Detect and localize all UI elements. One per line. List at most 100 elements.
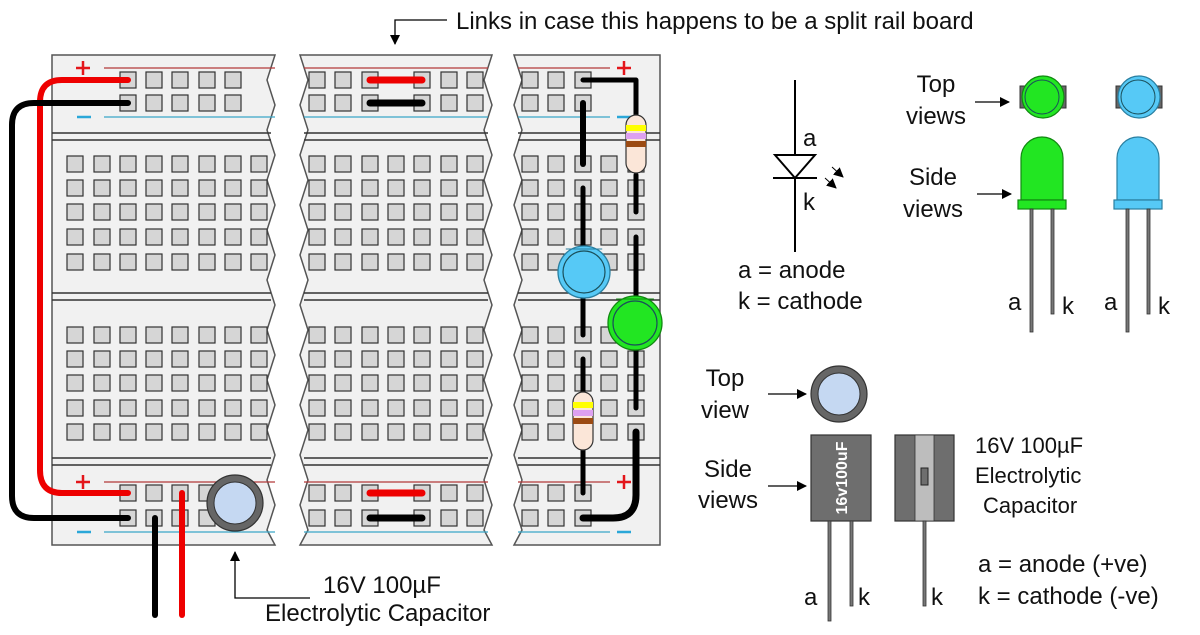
grid-hole [466,374,484,392]
rail-hole [440,509,458,527]
grid-hole [600,350,618,368]
grid-hole [440,350,458,368]
grid-hole [413,423,431,441]
led-side-dome [1020,136,1064,201]
grid-hole [308,399,326,417]
grid-hole [547,228,565,246]
grid-hole [250,374,268,392]
cap-top-view-label-2: view [700,397,749,424]
led-top-views-label-1: Top [916,71,956,98]
cap-anode-letter: a [804,584,818,611]
led-side-flange [1113,199,1163,210]
grid-hole [466,423,484,441]
grid-hole [145,155,163,173]
grid-hole [387,253,405,271]
rail-hole [334,509,352,527]
resistor-band-2 [626,133,646,139]
grid-hole [119,179,137,197]
cap-top-view-label-1: Top [705,365,745,392]
rail-hole [440,484,458,502]
grid-hole [171,350,189,368]
grid-hole [547,350,565,368]
rail-hole [521,71,539,89]
grid-hole [145,253,163,271]
grid-hole [250,203,268,221]
rail-hole [334,94,352,112]
grid-hole [171,253,189,271]
grid-hole [250,228,268,246]
grid-hole [361,326,379,344]
grid-hole [224,203,242,221]
grid-hole [466,350,484,368]
grid-hole [171,179,189,197]
grid-hole [440,326,458,344]
grid-hole [521,253,539,271]
grid-hole [250,179,268,197]
led-cathode-leg [1050,208,1055,315]
grid-hole [119,423,137,441]
grid-hole [171,155,189,173]
grid-hole [361,423,379,441]
grid-hole [66,179,84,197]
capacitor-marking-text: 16v100uF [834,441,851,514]
grid-hole [224,326,242,344]
grid-hole [440,423,458,441]
grid-hole [361,179,379,197]
grid-hole [66,228,84,246]
breadboard-section-middle [298,54,494,546]
grid-hole [308,253,326,271]
led-body [607,295,663,351]
blue-led-top-view [1115,75,1163,119]
rail-hole [145,484,163,502]
led-body [557,245,611,299]
resistor-band-1 [626,125,646,131]
grid-hole [171,228,189,246]
grid-hole [250,399,268,417]
blue-led-cathode-letter: k [1158,293,1170,320]
cap-side-views-label-1: Side [703,456,753,483]
grid-hole [600,203,618,221]
rail-hole [308,94,326,112]
plus-sign-icon [617,61,631,75]
grid-hole [413,350,431,368]
grid-hole [361,253,379,271]
grid-hole [198,326,216,344]
led-symbol-cathode-letter: k [803,189,815,216]
grid-hole [93,423,111,441]
grid-hole [334,228,352,246]
grid-hole [224,179,242,197]
cap-name-line2: Electrolytic [975,463,1082,488]
grid-hole [145,350,163,368]
capacitor-on-board-top [213,481,257,525]
grid-hole [93,399,111,417]
rail-hole [308,509,326,527]
rail-hole [547,484,565,502]
rail-hole [171,94,189,112]
green-led-cathode-letter: k [1062,293,1074,320]
grid-hole [521,374,539,392]
grid-hole [93,350,111,368]
wire-rail-to-resistor-top [580,77,639,121]
capacitor-stripe-mark [920,467,929,486]
grid-hole [547,155,565,173]
grid-hole [547,374,565,392]
grid-hole [466,203,484,221]
grid-hole [387,374,405,392]
grid-hole [93,155,111,173]
grid-hole [466,253,484,271]
grid-hole [521,155,539,173]
grid-hole [66,423,84,441]
grid-hole [171,399,189,417]
green-led-side-view [1017,136,1067,333]
grid-hole [440,155,458,173]
green-led-top-view [1019,75,1067,119]
grid-hole [334,203,352,221]
cap-side2-cathode-letter: k [931,584,943,611]
rail-hole [521,509,539,527]
capacitor-callout-line1: 16V 100µF [323,572,441,599]
cap-legend-anode: a = anode (+ve) [978,551,1148,578]
grid-hole [334,179,352,197]
grid-hole [387,350,405,368]
cap-name-line1: 16V 100µF [975,433,1084,458]
grid-hole [145,374,163,392]
